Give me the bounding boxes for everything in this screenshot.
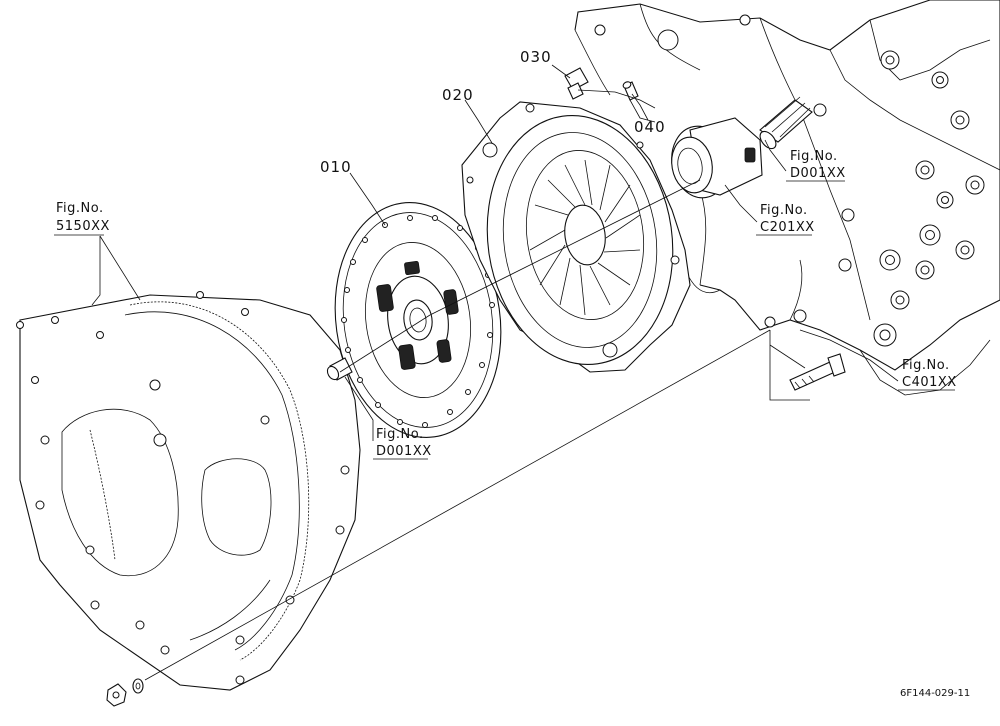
leader-lines <box>91 64 899 441</box>
part-label-020: 020 <box>442 86 474 104</box>
pin-040 <box>622 81 639 101</box>
part-label-030: 030 <box>520 48 552 66</box>
fig-ref-d001xx-top-code: D001XX <box>790 166 846 181</box>
release-bearing <box>671 117 763 199</box>
input-shaft <box>759 96 813 150</box>
fig-ref-c401xx-code: C401XX <box>902 375 957 390</box>
drawing-code: 6F144-029-11 <box>900 688 970 699</box>
fig-ref-c201xx-code: C201XX <box>760 220 815 235</box>
fig-ref-d001xx-bottom-code: D001XX <box>376 444 432 459</box>
assembly-lines <box>144 89 810 681</box>
bolt-030 <box>564 67 589 100</box>
fig-ref-d001xx-top-label: Fig.No. <box>790 149 838 164</box>
housing-bolt <box>789 353 846 391</box>
adapter-bolt-holes <box>16 291 350 685</box>
dowel-pin <box>326 357 353 381</box>
fig-ref-5150xx-code: 5150XX <box>56 219 110 234</box>
housing-bosses <box>594 14 985 347</box>
clutch-disc <box>334 202 502 438</box>
transmission-housing <box>574 0 1000 396</box>
part-label-010: 010 <box>320 158 352 176</box>
part-label-040: 040 <box>634 118 666 136</box>
fig-ref-c201xx-label: Fig.No. <box>760 203 808 218</box>
fig-ref-5150xx-label: Fig.No. <box>56 201 104 216</box>
fig-ref-d001xx-bottom-label: Fig.No. <box>376 427 424 442</box>
fig-ref-c401xx-label: Fig.No. <box>902 358 950 373</box>
flywheel-adapter-plate <box>16 291 361 691</box>
nut-washer <box>106 678 144 707</box>
